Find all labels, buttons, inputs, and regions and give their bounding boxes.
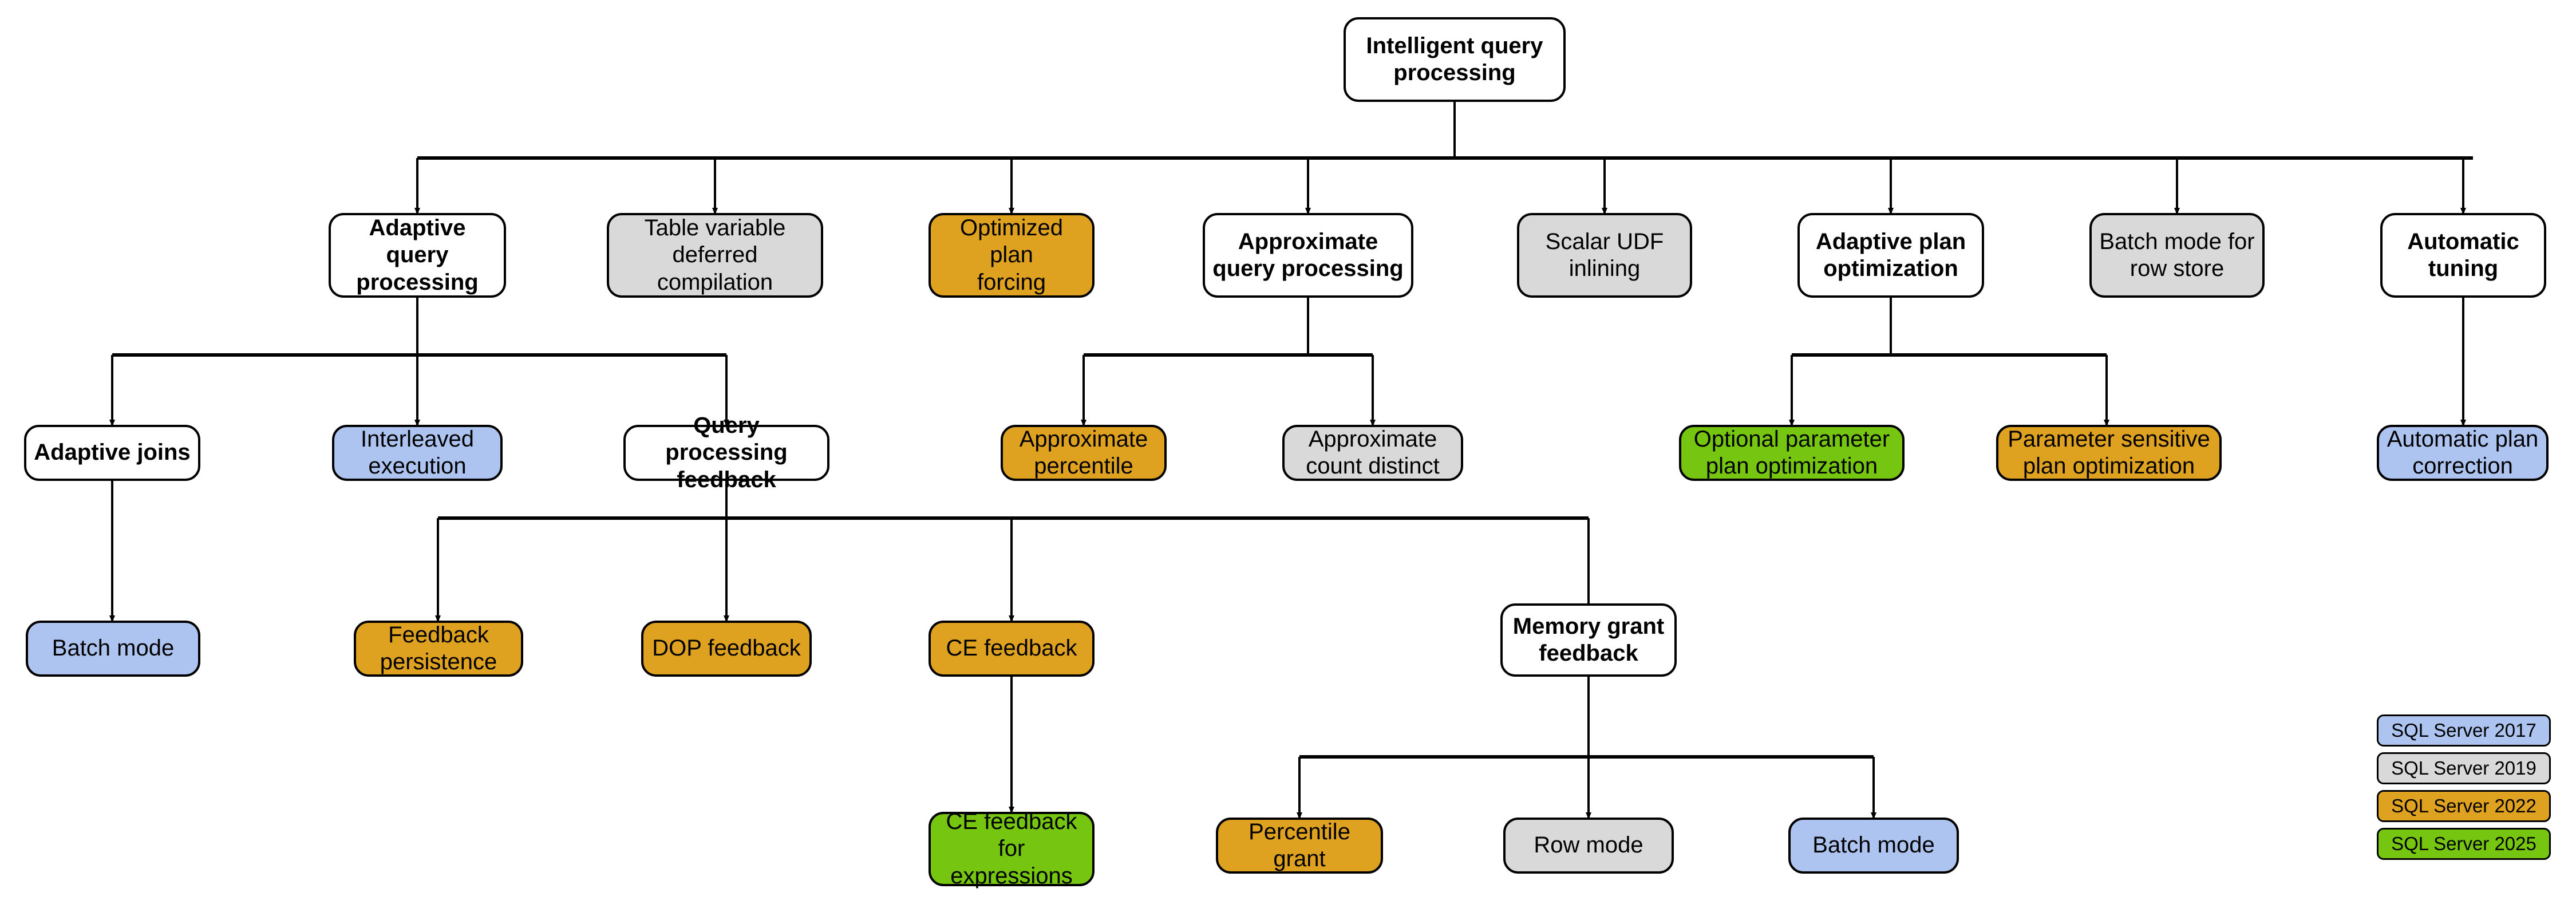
node-label: Approximate count distinct: [1306, 426, 1440, 479]
legend-item-sql-server-2025[interactable]: SQL Server 2025: [2377, 828, 2551, 860]
node-label: Adaptive query processing: [356, 215, 479, 295]
node-batch-mode-memory-grant[interactable]: Batch mode: [1788, 818, 1959, 874]
node-ce-feedback-for-expressions[interactable]: CE feedback for expressions: [929, 809, 1095, 889]
node-label: CE feedback for expressions: [946, 809, 1077, 889]
node-label: Query processing feedback: [665, 413, 788, 492]
node-ce-feedback[interactable]: CE feedback: [929, 621, 1095, 677]
node-label: Batch mode: [52, 635, 175, 661]
node-label: Adaptive joins: [34, 440, 191, 465]
node-batch-mode-for-row-store[interactable]: Batch mode for row store: [2089, 213, 2265, 298]
node-label: Batch mode: [1812, 832, 1935, 858]
legend-item-sql-server-2022[interactable]: SQL Server 2022: [2377, 790, 2551, 822]
node-approximate-count-distinct[interactable]: Approximate count distinct: [1282, 425, 1463, 481]
node-memory-grant-feedback[interactable]: Memory grant feedback: [1500, 603, 1677, 677]
node-label: Batch mode for row store: [2099, 228, 2255, 281]
node-optimized-plan-forcing[interactable]: Optimized plan forcing: [929, 213, 1095, 298]
node-adaptive-query-processing[interactable]: Adaptive query processing: [329, 213, 506, 298]
node-approximate-percentile[interactable]: Approximate percentile: [1001, 425, 1167, 481]
node-scalar-udf-inlining[interactable]: Scalar UDF inlining: [1517, 213, 1692, 298]
node-intelligent-query-processing[interactable]: Intelligent query processing: [1344, 17, 1566, 102]
node-automatic-plan-correction[interactable]: Automatic plan correction: [2377, 425, 2549, 481]
node-optional-parameter-plan-optimization[interactable]: Optional parameter plan optimization: [1679, 425, 1905, 481]
node-query-processing-feedback[interactable]: Query processing feedback: [623, 413, 829, 492]
node-label: CE feedback: [946, 635, 1077, 661]
node-label: Row mode: [1534, 832, 1643, 858]
version-legend: SQL Server 2017 SQL Server 2019 SQL Serv…: [2377, 714, 2551, 860]
node-label: DOP feedback: [652, 635, 801, 661]
node-label: Feedback persistence: [380, 622, 497, 674]
node-label: Automatic tuning: [2407, 228, 2519, 281]
node-label: Table variable deferred compilation: [644, 215, 786, 295]
node-label: Interleaved execution: [361, 426, 474, 479]
node-label: Optimized plan forcing: [959, 215, 1064, 295]
node-batch-mode-adaptive-joins[interactable]: Batch mode: [26, 621, 200, 677]
legend-item-label: SQL Server 2019: [2391, 757, 2537, 779]
legend-item-label: SQL Server 2017: [2391, 720, 2537, 741]
node-label: Optional parameter plan optimization: [1693, 426, 1890, 479]
node-percentile-grant[interactable]: Percentile grant: [1216, 818, 1383, 874]
node-adaptive-plan-optimization[interactable]: Adaptive plan optimization: [1797, 213, 1984, 298]
node-row-mode[interactable]: Row mode: [1503, 818, 1674, 874]
node-approximate-query-processing[interactable]: Approximate query processing: [1203, 213, 1413, 298]
node-label: Approximate query processing: [1212, 228, 1404, 281]
node-label: Parameter sensitive plan optimization: [2008, 426, 2210, 479]
node-automatic-tuning[interactable]: Automatic tuning: [2380, 213, 2546, 298]
node-label: Intelligent query processing: [1366, 33, 1543, 85]
legend-item-label: SQL Server 2025: [2391, 833, 2537, 854]
node-label: Memory grant feedback: [1512, 613, 1665, 666]
node-parameter-sensitive-plan-optimization[interactable]: Parameter sensitive plan optimization: [1996, 425, 2222, 481]
legend-item-label: SQL Server 2022: [2391, 795, 2537, 816]
legend-item-sql-server-2019[interactable]: SQL Server 2019: [2377, 752, 2551, 784]
node-interleaved-execution[interactable]: Interleaved execution: [332, 425, 503, 481]
node-label: Automatic plan correction: [2387, 426, 2539, 479]
node-label: Adaptive plan optimization: [1815, 228, 1966, 281]
legend-item-sql-server-2017[interactable]: SQL Server 2017: [2377, 714, 2551, 747]
node-table-variable-deferred-compilation[interactable]: Table variable deferred compilation: [607, 213, 823, 298]
node-adaptive-joins[interactable]: Adaptive joins: [24, 425, 200, 481]
node-label: Scalar UDF inlining: [1545, 228, 1664, 281]
node-label: Approximate percentile: [1019, 426, 1148, 479]
node-label: Percentile grant: [1249, 819, 1350, 871]
node-dop-feedback[interactable]: DOP feedback: [641, 621, 812, 677]
node-feedback-persistence[interactable]: Feedback persistence: [354, 621, 523, 677]
